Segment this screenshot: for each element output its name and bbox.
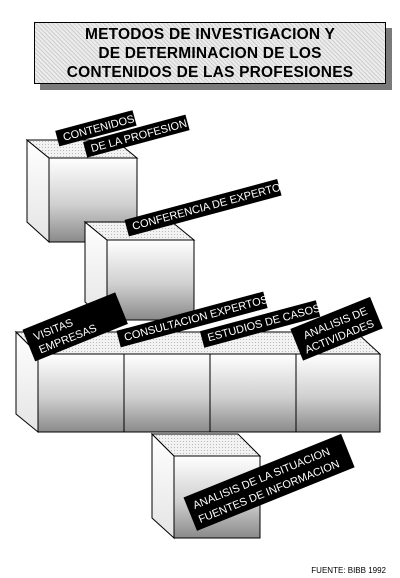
cube-analisis-actividades [295, 353, 381, 433]
diagram-title: METODOS DE INVESTIGACION Y DE DETERMINAC… [66, 25, 354, 81]
source-note: FUENTE: BIBB 1992 [311, 566, 386, 575]
cube-conferencia [83, 220, 196, 322]
cube-estudios [209, 353, 297, 433]
label-analisis-actividades: ANALISIS DE ACTIVIDADES [290, 296, 383, 361]
cube-row [14, 330, 382, 434]
cube-visitas [37, 353, 125, 433]
cube-consultacion [123, 353, 211, 433]
label-conferencia-text: CONFERENCIA DE EXPERTOS [131, 180, 289, 233]
label-conferencia: CONFERENCIA DE EXPERTOS [124, 179, 289, 237]
title-box: METODOS DE INVESTIGACION Y DE DETERMINAC… [34, 22, 386, 84]
